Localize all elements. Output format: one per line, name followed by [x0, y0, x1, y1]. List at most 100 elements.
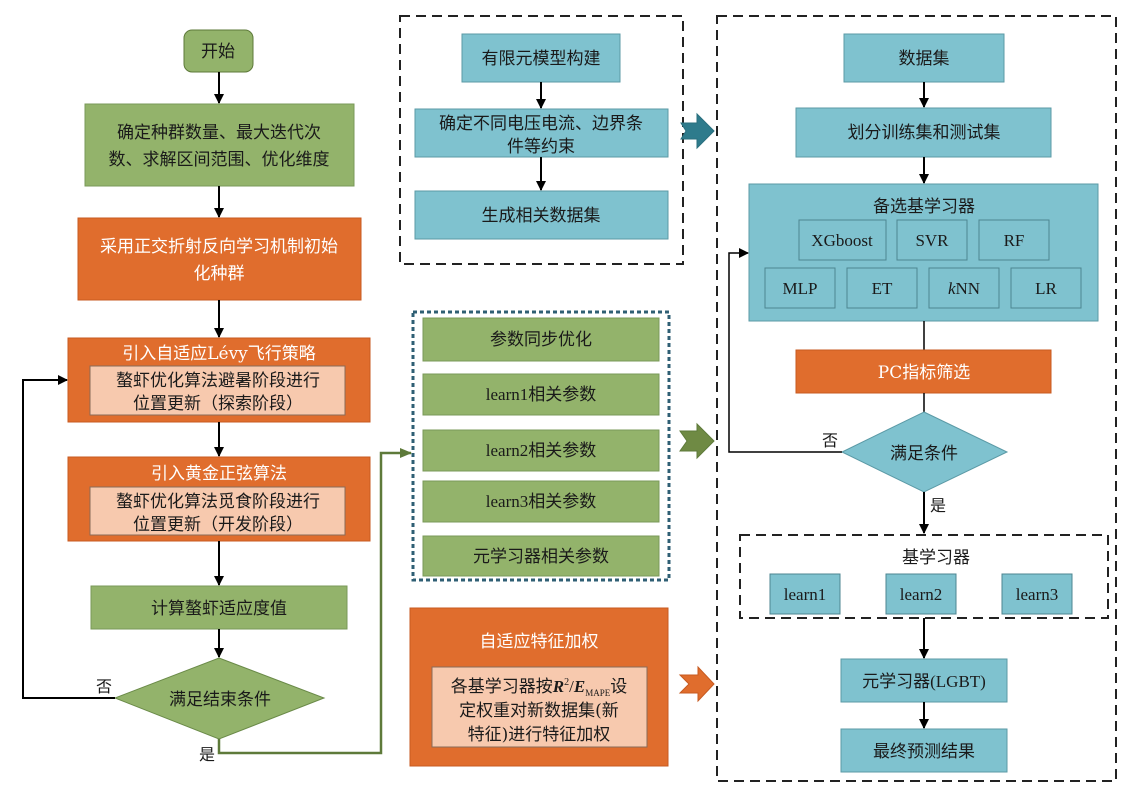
levy-body-box: [89, 365, 346, 416]
init-params-line-2: 数、求解区间范围、优化维度: [109, 150, 330, 170]
no-loop-right: [728, 248, 842, 453]
param-group: 参数同步优化 learn1相关参数 learn2相关参数 learn3相关参数 …: [411, 310, 671, 582]
golden-sine-body-line-2: 位置更新（开发阶段）: [133, 515, 303, 535]
candidate-knn: [928, 267, 1000, 309]
candidate-lr: [1010, 267, 1082, 309]
init-params-node: [84, 103, 355, 187]
yes-connector-to-params: [217, 448, 412, 755]
split-label: 划分训练集和测试集: [848, 123, 1001, 143]
candidate-xgboost: [798, 219, 887, 261]
formula-suffix: 设: [610, 677, 627, 697]
candidate-lr-label: LR: [1035, 279, 1057, 298]
param-item-0: [422, 317, 660, 362]
base-learner-2-label: learn2: [900, 585, 942, 604]
no-loop-connector: [22, 375, 115, 699]
candidate-knn-label: kNN: [948, 279, 980, 298]
end-condition-label: 满足结束条件: [169, 690, 271, 710]
levy-body-line-1: 螯虾优化算法避暑阶段进行: [116, 371, 320, 391]
pc-filter-node: [795, 349, 1052, 394]
golden-sine-body-box: [89, 486, 346, 536]
param-item-1: [422, 373, 660, 416]
param-item-1-label: learn1相关参数: [486, 385, 596, 404]
base-learner-1: [769, 573, 841, 615]
formula-r: R: [552, 677, 564, 696]
split-node: [795, 107, 1052, 158]
param-item-0-label: 参数同步优化: [490, 330, 592, 350]
yes-label-left: 是: [199, 745, 215, 764]
golden-sine-title: 引入黄金正弦算法: [151, 464, 287, 484]
base-learner-3-label: learn3: [1016, 585, 1058, 604]
candidate-mlp-label: MLP: [783, 279, 818, 298]
feature-weight-body-box: [431, 666, 648, 748]
feature-weight-group: 自适应特征加权 各基学习器按R2/EMAPE设 定权重对新数据集(新 特征)进行…: [409, 607, 669, 767]
candidate-et: [846, 267, 918, 309]
init-params-line-1: 确定种群数量、最大迭代次: [117, 123, 321, 143]
candidates-title: 备选基学习器: [873, 197, 975, 217]
golden-sine-body-line-1: 螯虾优化算法觅食阶段进行: [116, 492, 320, 512]
fitness-label: 计算螯虾适应度值: [151, 599, 287, 619]
formula-sub: MAPE: [585, 688, 611, 698]
param-item-2: [422, 429, 660, 472]
meta-learner-node: [840, 658, 1008, 703]
feature-weight-line-1: 各基学习器按R2/EMAPE设: [451, 677, 627, 698]
formula-e: E: [573, 677, 585, 696]
dataset-gen-node: [414, 190, 669, 240]
fem-model-node: [461, 33, 621, 83]
no-label-right: 否: [822, 431, 838, 450]
constraints-line-1: 确定不同电压电流、边界条: [439, 114, 643, 134]
no-label-left: 否: [96, 677, 112, 696]
param-item-2-label: learn2相关参数: [486, 441, 596, 460]
feature-weight-title: 自适应特征加权: [480, 632, 599, 652]
left-flow: 开始 确定种群数量、最大迭代次 数、求解区间范围、优化维度 采用正交折射反向学习…: [22, 29, 412, 764]
right-group-border: [716, 15, 1117, 782]
feature-weight-line-3: 特征)进行特征加权: [468, 725, 611, 745]
formula-prefix: 各基学习器按: [451, 677, 553, 697]
candidate-svr-label: SVR: [915, 231, 949, 250]
base-learner-2: [885, 573, 957, 615]
condition-label: 满足条件: [890, 444, 958, 464]
candidate-et-label: ET: [872, 279, 893, 298]
pc-filter-label: PC指标筛选: [878, 363, 970, 383]
param-item-3-label: learn3相关参数: [486, 492, 596, 511]
result-label: 最终预测结果: [873, 742, 975, 762]
fem-model-label: 有限元模型构建: [482, 49, 601, 69]
base-learners-border: [739, 534, 1109, 619]
candidate-mlp: [764, 267, 836, 309]
opposition-init-line-2: 化种群: [194, 264, 245, 284]
param-item-3: [422, 480, 660, 523]
knn-italic-k: k: [948, 279, 956, 298]
candidate-svr: [896, 219, 968, 261]
candidate-xgboost-label: XGboost: [811, 231, 873, 250]
opposition-init-line-1: 采用正交折射反向学习机制初始: [100, 237, 338, 257]
constraints-line-2: 件等约束: [507, 137, 575, 157]
yes-label-right: 是: [930, 496, 946, 515]
param-group-border: [411, 310, 671, 582]
base-learner-3: [1001, 573, 1073, 615]
formula-sup: 2: [564, 677, 569, 688]
meta-learner-label: 元学习器(LGBT): [862, 672, 986, 691]
param-item-4: [422, 535, 660, 577]
dataset-gen-label: 生成相关数据集: [482, 206, 601, 226]
fat-arrow-green-icon: [679, 422, 715, 460]
feature-weight-line-2: 定权重对新数据集(新: [459, 701, 619, 721]
candidate-rf-label: RF: [1004, 231, 1025, 250]
levy-body-line-2: 位置更新（探索阶段）: [133, 394, 303, 414]
result-node: [840, 728, 1008, 773]
base-learner-1-label: learn1: [784, 585, 826, 604]
opposition-init-node: [77, 217, 362, 301]
candidate-rf: [978, 219, 1050, 261]
param-item-4-label: 元学习器相关参数: [473, 547, 609, 567]
formula-slash: /: [569, 677, 574, 696]
knn-rest: NN: [955, 279, 980, 298]
base-learners-title: 基学习器: [902, 548, 970, 568]
right-flow: 数据集 划分训练集和测试集 备选基学习器 XGboost SVR RF MLP …: [716, 15, 1117, 782]
fem-group-border: [399, 15, 684, 265]
dataset-label: 数据集: [899, 49, 950, 69]
start-label: 开始: [201, 42, 235, 62]
levy-title: 引入自适应Lévy飞行策略: [122, 344, 316, 364]
fat-arrow-teal-icon: [680, 112, 715, 150]
constraints-node: [414, 108, 669, 158]
fitness-node: [90, 585, 348, 630]
fem-group: 有限元模型构建 确定不同电压电流、边界条 件等约束 生成相关数据集: [399, 15, 684, 265]
